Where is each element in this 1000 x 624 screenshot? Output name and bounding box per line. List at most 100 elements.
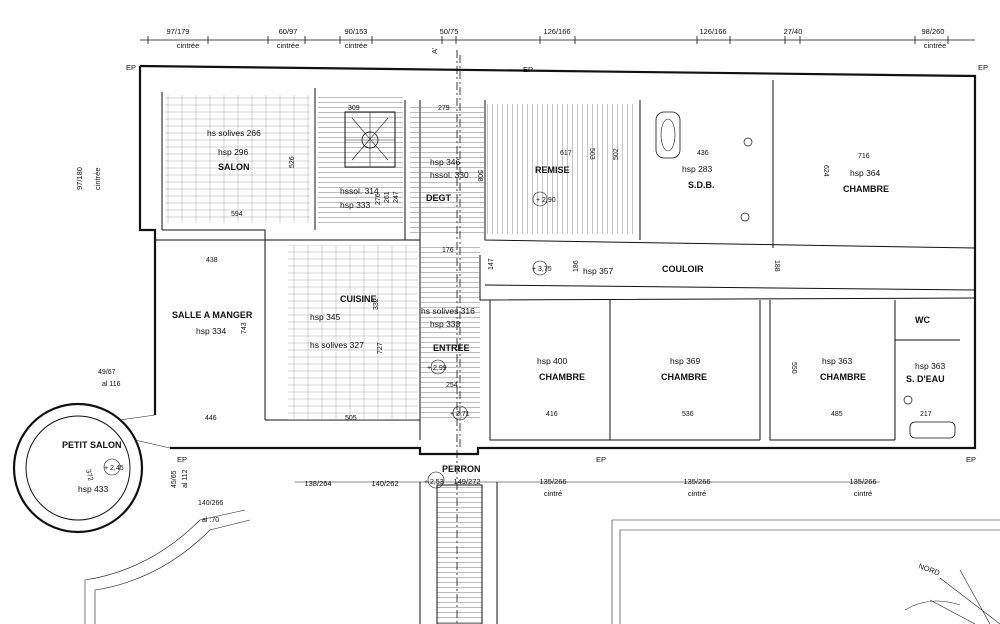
garden-outlines (84, 509, 1000, 624)
bottom-opening-note: cintré (854, 489, 872, 498)
perron-level: + 2,53 (424, 479, 444, 486)
wc-name: WC (915, 315, 930, 325)
bottom-opening-note: cintré (544, 489, 562, 498)
chambre1-dim2: 624 (822, 165, 829, 177)
petit-salon-hsp: hsp 433 (78, 484, 109, 494)
room-salle-a-manger: 438 SALLE A MANGER hsp 334 446 743 (172, 257, 253, 422)
bottom-opening-size: 135/266 (539, 477, 566, 486)
spiral-stair (344, 111, 396, 168)
sam-dim: 438 (206, 257, 218, 264)
ep-label: EP (177, 455, 187, 464)
couloir-hsp: hsp 357 (583, 266, 614, 276)
entree-hsp: hsp 333 (430, 319, 461, 329)
degt-name: DEGT (426, 193, 452, 203)
couloir-name: COULOIR (662, 264, 704, 274)
round-tower (12, 402, 171, 534)
room-chambre-1: 716 hsp 364 CHAMBRE 624 (822, 153, 889, 194)
top-opening-labels: 97/179 cintrée 60/97 cintrée 90/153 cint… (167, 27, 947, 50)
top-opening-note: cintrée (924, 41, 947, 50)
sdeau-dim: 217 (920, 411, 932, 418)
room-chambre-4: hsp 363 CHAMBRE 485 550 (790, 356, 866, 418)
top-opening-size: 90/153 (345, 27, 368, 36)
stair-hssol: hssol. 314 (340, 186, 379, 196)
chambre4-dim2: 550 (790, 362, 797, 374)
cuisine-hsp: hsp 345 (310, 312, 341, 322)
room-chambre-3: hsp 369 CHAMBRE 536 (661, 356, 707, 418)
bottom-opening-labels: 138/264 140/262 149/272 135/266 cintré 1… (295, 477, 880, 498)
top-opening-size: 50/75 (440, 27, 459, 36)
chambre2-name: CHAMBRE (539, 372, 585, 382)
ep-label: EP (596, 455, 606, 464)
room-couloir: + 3,75 hsp 357 COULOIR 186 188 147 (488, 258, 780, 276)
chambre1-hsp: hsp 364 (850, 168, 881, 178)
remise-dim: 617 (560, 150, 572, 157)
entree-level: + 2,99 (427, 365, 447, 372)
petit-salon-dim: 372 (84, 469, 94, 482)
chambre2-hsp: hsp 400 (537, 356, 568, 366)
salon-hsp: hsp 296 (218, 147, 249, 157)
sam-hsp: hsp 334 (196, 326, 227, 336)
room-petit-salon: PETIT SALON 372 + 2,45 hsp 433 (62, 440, 124, 494)
top-opening-size: 126/166 (699, 27, 726, 36)
entree-dim: 176 (442, 247, 454, 254)
degt-dim: 279 (438, 105, 450, 112)
salon-solives: hs solives 266 (207, 128, 261, 138)
perron: PERRON + 2,53 (424, 464, 481, 489)
room-salon: hs solives 266 hsp 296 SALON 526 594 276… (207, 128, 400, 218)
misc-dim: 45/65 (171, 470, 178, 488)
perron-steps (419, 482, 498, 624)
top-opening-size: 97/179 (167, 27, 190, 36)
degt-dim2: 508 (476, 170, 483, 182)
bottom-opening-size: 138/264 (304, 479, 331, 488)
chambre3-dim: 536 (682, 411, 694, 418)
entree-dim: 254 (446, 382, 458, 389)
misc-dim: al 112 (182, 469, 189, 488)
room-salle-d-eau: hsp 363 S. D'EAU 217 (906, 361, 946, 418)
room-sdb: 436 hsp 283 S.D.B. (682, 150, 715, 190)
room-entree: 176 hs solives 316 hsp 333 ENTREE + 2,99… (421, 247, 475, 421)
remise-level: + 2,90 (536, 197, 556, 204)
salon-dim: 261 (384, 191, 391, 203)
couloir-level: + 3,75 (532, 266, 552, 273)
left-opening-note: cintrée (93, 167, 102, 190)
stair-dim: 309 (348, 105, 360, 112)
couloir-dim: 147 (488, 258, 495, 270)
cuisine-name: CUISINE (340, 294, 377, 304)
cuisine-dim: 332 (373, 298, 380, 310)
ep-label: EP (126, 63, 136, 72)
sdb-name: S.D.B. (688, 180, 715, 190)
room-wc: WC (915, 315, 930, 325)
misc-dim: al :70 (202, 517, 219, 524)
north-label: NORD (917, 561, 941, 577)
cuisine-dim: 727 (377, 342, 384, 354)
cuisine-dim: 505 (345, 415, 357, 422)
salon-dim: 526 (289, 156, 296, 168)
remise-dim3: 502 (613, 148, 620, 160)
salon-name: SALON (218, 162, 250, 172)
bottom-opening-size: 149/272 (453, 477, 480, 486)
degt-hssol: hssol. 330 (430, 170, 469, 180)
left-opening-size: 97/180 (75, 167, 84, 190)
petit-salon-level: + 2,45 (104, 465, 124, 472)
room-remise: 617 REMISE + 2,90 503 502 (532, 148, 620, 207)
salon-dim: 594 (231, 211, 243, 218)
ep-label: EP (523, 65, 533, 74)
sam-dim: 743 (241, 322, 248, 334)
ep-label: EP (966, 455, 976, 464)
stair-hsp: hsp 333 (340, 200, 371, 210)
chambre1-dim: 716 (858, 153, 870, 160)
sam-dim: 446 (205, 415, 217, 422)
remise-name: REMISE (535, 165, 570, 175)
degt-hsp: hsp 346 (430, 157, 461, 167)
room-chambre-2: hsp 400 CHAMBRE 416 (537, 356, 585, 418)
top-opening-note: cintrée (177, 41, 200, 50)
chambre3-hsp: hsp 369 (670, 356, 701, 366)
top-opening-size: 98/260 (922, 27, 945, 36)
entree-level: + 2,71 (450, 411, 470, 418)
sdeau-name: S. D'EAU (906, 374, 945, 384)
misc-dim: al 116 (102, 381, 121, 388)
chambre4-name: CHAMBRE (820, 372, 866, 382)
salon-dim: 247 (393, 191, 400, 203)
ep-label: EP (978, 63, 988, 72)
